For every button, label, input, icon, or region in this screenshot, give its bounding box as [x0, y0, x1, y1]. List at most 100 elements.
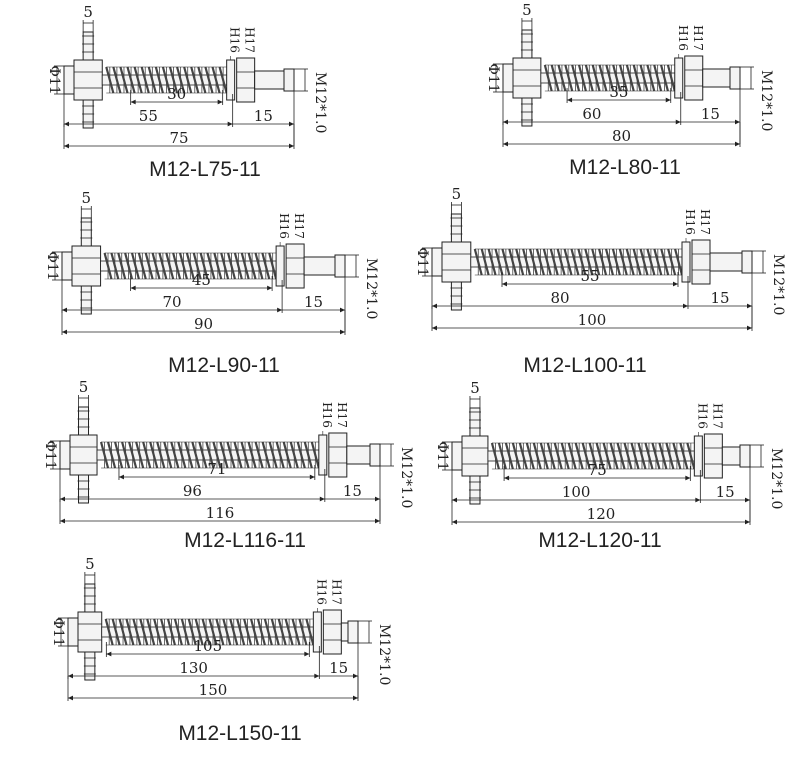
arrow-head	[314, 673, 320, 679]
hose-barb-top	[469, 407, 481, 437]
total-length-dim	[67, 676, 359, 701]
total-length-label: 120	[587, 505, 616, 523]
arrow-head	[289, 143, 294, 149]
hex-connector	[512, 57, 542, 99]
spring-length-dim	[130, 90, 224, 105]
hose-barb-top	[84, 583, 96, 613]
arrow-head	[675, 119, 681, 125]
tip-dimension: 5	[470, 379, 480, 397]
total-length-label: 75	[169, 129, 188, 147]
arrow-head	[452, 519, 457, 525]
spring	[105, 66, 228, 94]
spring-length-dim	[118, 465, 316, 480]
end-cap	[502, 63, 514, 93]
nut-length-label: 15	[701, 105, 720, 123]
body-length-label: 60	[582, 105, 601, 123]
body-length-label: 80	[550, 289, 569, 307]
washer-h16	[226, 59, 236, 101]
washer-h16	[681, 241, 691, 283]
arrow-head	[304, 651, 310, 657]
arrow-head	[673, 281, 678, 287]
spring-length-label: 30	[167, 85, 186, 103]
arrow-head	[353, 673, 358, 679]
end-cap	[67, 617, 79, 647]
arrow-head	[504, 475, 510, 481]
arrow-head	[68, 673, 73, 679]
h17-label: H17	[691, 25, 705, 51]
arrow-head	[60, 496, 65, 502]
thread-label: M12*1.0	[758, 70, 774, 131]
arrow-head	[64, 121, 69, 127]
body-length-dim	[63, 94, 234, 127]
tip-dimension: 5	[452, 185, 462, 203]
rod-shaft	[101, 626, 320, 638]
spring-length-dim	[105, 642, 310, 657]
hose-barb-top	[82, 31, 94, 61]
arrow-head	[503, 119, 508, 125]
body-length-dim	[59, 469, 326, 502]
nut-h17	[322, 609, 342, 655]
nut-length-label: 15	[254, 107, 273, 125]
arrow-head	[62, 307, 67, 313]
model-title: M12-L150-11	[178, 722, 301, 745]
arrow-head	[130, 99, 136, 105]
nut-length-label: 15	[329, 659, 348, 677]
h17-label: H17	[329, 579, 343, 605]
spring-length-dim	[503, 466, 691, 481]
hex-connector	[77, 611, 103, 653]
body-length-dim	[431, 276, 689, 309]
arrow-head	[130, 285, 136, 291]
h16-label: H16	[683, 209, 697, 235]
body-length-dim	[61, 280, 283, 313]
spring	[473, 248, 684, 276]
arrow-head	[340, 307, 345, 313]
model-title: M12-L116-11	[184, 529, 306, 552]
thread-label: M12*1.0	[770, 254, 786, 315]
hex-connector	[441, 241, 472, 283]
diameter-label: Φ11	[434, 441, 450, 470]
total-length-dim	[502, 122, 741, 147]
arrow-head	[106, 651, 112, 657]
nut-h17	[285, 243, 305, 289]
threaded-end	[254, 70, 287, 90]
lock-nut	[741, 250, 753, 274]
arrow-head	[60, 518, 65, 524]
washer-h16	[312, 611, 322, 653]
nut-h17	[691, 239, 711, 285]
lock-nut	[334, 254, 346, 278]
end-cap	[451, 441, 463, 471]
diameter-label: Φ11	[44, 251, 60, 280]
spring-length-label: 55	[580, 267, 599, 285]
threaded-end	[721, 446, 743, 466]
rod-shaft	[470, 256, 689, 268]
total-length-dim	[63, 124, 295, 149]
spring	[490, 442, 696, 470]
threaded-end	[702, 68, 733, 88]
thread-label: M12*1.0	[363, 258, 379, 319]
h16-label: H16	[320, 402, 334, 428]
arrow-head	[685, 475, 691, 481]
arrow-head	[735, 141, 740, 147]
model-title: M12-L80-11	[569, 156, 681, 179]
h16-label: H16	[676, 25, 690, 51]
body-length-label: 70	[163, 293, 182, 311]
arrow-head	[64, 143, 69, 149]
arrow-head	[267, 285, 273, 291]
diameter-label: Φ11	[50, 617, 66, 646]
arrow-head	[289, 121, 294, 127]
tip-dimension: 5	[83, 3, 93, 21]
spring	[99, 441, 320, 469]
arrow-head	[502, 281, 507, 287]
arrow-head	[319, 496, 325, 502]
total-length-label: 90	[194, 315, 213, 333]
total-length-dim	[59, 499, 381, 524]
washer-h16	[275, 245, 285, 287]
arrow-head	[452, 497, 457, 503]
arrow-head	[745, 519, 750, 525]
total-length-dim	[61, 310, 346, 335]
